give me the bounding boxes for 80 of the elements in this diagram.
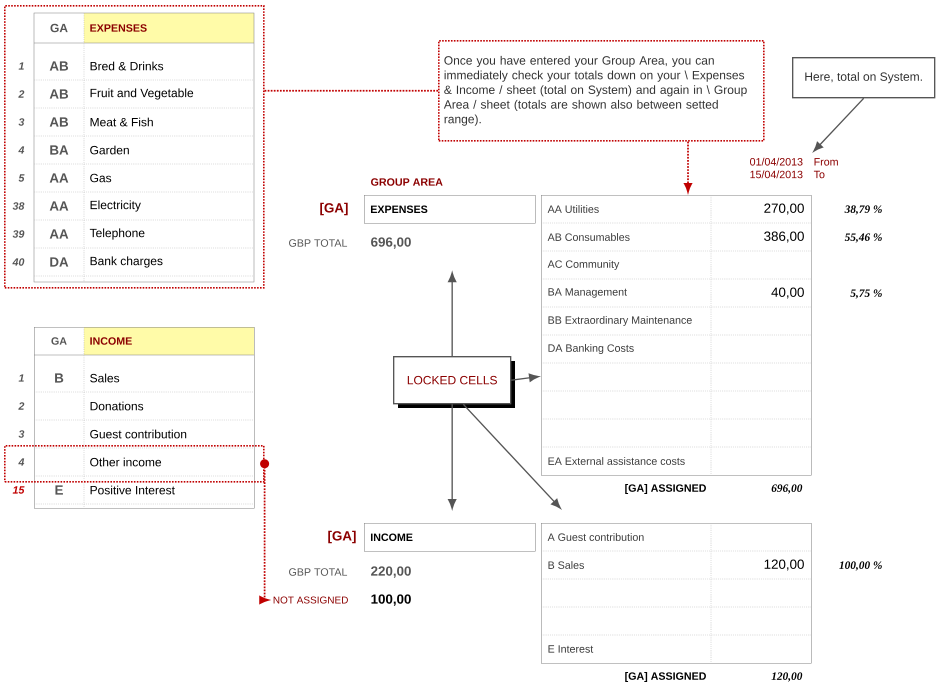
table-cell: E	[55, 485, 63, 495]
total-value: 696,00	[371, 237, 411, 249]
row-number: 15	[12, 486, 25, 494]
total-value: 100,00	[371, 594, 411, 606]
table-cell: AC Community	[548, 260, 620, 270]
table-cell: Other income	[90, 458, 162, 466]
row-number: 38	[12, 202, 24, 210]
table-cell: BA Management	[548, 288, 627, 298]
table-cell: B	[55, 373, 64, 383]
table-cell: Gas	[90, 174, 112, 182]
arrow	[462, 404, 561, 509]
date-range: 01/04/2013 From 15/04/2013 To	[750, 158, 838, 178]
table-cell: Fruit and Vegetable	[90, 88, 194, 100]
row-number: 4	[18, 146, 24, 154]
table-cell: AB	[50, 61, 68, 71]
table-cell: 40,00	[771, 288, 804, 299]
row-number: 3	[18, 430, 24, 438]
total-label: [GA] ASSIGNED	[625, 484, 706, 494]
percentage: 38,79 %	[844, 205, 882, 215]
table-cell: 386,00	[764, 232, 804, 243]
table-cell: AA Utilities	[548, 205, 599, 213]
category-box: INCOME	[364, 523, 536, 552]
table-cell: Electricity	[90, 200, 141, 212]
arrow	[813, 98, 864, 152]
table-header: INCOME	[90, 337, 132, 345]
percentage: 696,00	[772, 484, 802, 494]
arrow	[259, 459, 270, 604]
locked-cells-box: LOCKED CELLS	[393, 356, 515, 408]
row-number: 2	[18, 90, 24, 98]
note-box: Here, total on System.	[792, 57, 936, 98]
table-cell: Sales	[90, 374, 120, 382]
row-number: 39	[12, 230, 24, 238]
total-label: GBP TOTAL	[289, 568, 348, 576]
table-cell: AB	[50, 89, 68, 99]
percentage: 100,00 %	[839, 561, 882, 571]
percentage: 5,75 %	[850, 289, 882, 299]
table-cell: EA External assistance costs	[548, 457, 685, 465]
table-cell: 270,00	[764, 204, 804, 215]
table-cell: AA	[50, 201, 68, 211]
arrow	[684, 142, 692, 192]
row-number: 1	[18, 62, 24, 70]
table-cell: Telephone	[90, 228, 144, 240]
table-cell: BB Extraordinary Maintenance	[548, 316, 692, 326]
table-cell: AA	[50, 229, 68, 239]
table-cell: Positive Interest	[90, 486, 175, 494]
category-box: EXPENSES	[364, 195, 536, 224]
table-cell: AB	[50, 117, 68, 127]
table-header: GA	[51, 337, 67, 345]
table-header: EXPENSES	[90, 24, 147, 32]
table-cell: BA	[50, 145, 68, 155]
arrow	[448, 404, 456, 510]
table-cell: AB Consumables	[548, 233, 630, 241]
table-cell: Bank charges	[90, 256, 163, 268]
row-number: 40	[12, 258, 24, 266]
table-cell: AA	[50, 173, 68, 183]
table-cell: A Guest contribution	[548, 533, 644, 541]
status-label: NOT ASSIGNED	[274, 596, 348, 604]
row-number: 3	[18, 118, 24, 126]
table-cell: B Sales	[548, 561, 584, 569]
table-cell: Bred & Drinks	[90, 62, 164, 70]
table-cell: Garden	[90, 146, 129, 154]
table-cell: DA	[50, 257, 68, 267]
table-cell: Guest contribution	[90, 430, 186, 438]
total-label: GBP TOTAL	[289, 239, 348, 247]
table-cell: 120,00	[764, 560, 804, 571]
row-number: 5	[18, 174, 25, 182]
table-cell: DA Banking Costs	[548, 344, 634, 354]
percentage: 55,46 %	[844, 233, 882, 243]
table-header: GA	[50, 24, 68, 32]
table-cell: E Interest	[548, 645, 594, 653]
arrow	[511, 374, 540, 382]
table-cell: Meat & Fish	[90, 118, 153, 126]
arrow	[448, 272, 456, 356]
row-number: 4	[18, 458, 24, 466]
total-value: 220,00	[371, 566, 411, 578]
group-code: [GA]	[320, 202, 348, 216]
note-box: Once you have entered your Group Area, you can immediately check your totals down on your \ Expenses & Income / sheet (total on System) and again in \ Group Area / sheet (totals are shown also between setted range).	[438, 40, 765, 142]
row-number: 2	[18, 402, 24, 410]
table-cell: Donations	[90, 402, 144, 410]
row-number: 1	[18, 374, 24, 382]
